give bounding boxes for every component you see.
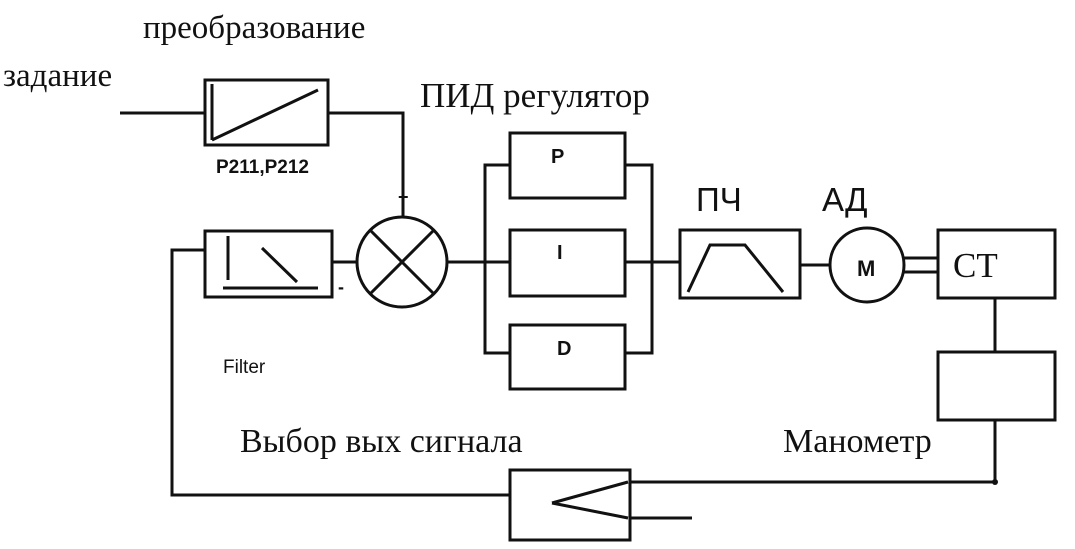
conversion-ramp	[211, 88, 319, 142]
wires	[120, 111, 998, 520]
label-i: I	[557, 242, 563, 264]
wire-conversion-to-summer	[328, 111, 405, 225]
pid-input-bus	[483, 163, 510, 355]
label-select-output: Выбор вых сигнала	[240, 423, 523, 460]
label-vfd: ПЧ	[696, 181, 742, 218]
motor-circle	[828, 226, 906, 304]
label-minus: -	[338, 277, 344, 297]
conversion-block	[203, 78, 330, 147]
selector-block-frame	[508, 468, 632, 542]
label-filter: Filter	[223, 357, 266, 378]
selector-branch-down	[551, 501, 629, 520]
label-d: D	[557, 338, 571, 360]
labels: преобразование задание ПИД регулятор P21…	[3, 10, 998, 460]
p-block	[508, 131, 627, 200]
wire-feedback-to-filter	[170, 248, 510, 497]
filter-slope	[260, 246, 299, 284]
label-plus: +	[398, 187, 409, 207]
vfd-block	[678, 228, 802, 300]
selector-branch-up	[551, 480, 629, 505]
label-pid-regulator: ПИД регулятор	[420, 76, 650, 115]
label-conversion: преобразование	[143, 10, 365, 46]
filter-block	[203, 229, 334, 299]
junction-dot	[992, 479, 998, 485]
summer-cross-b	[368, 228, 436, 296]
label-motor-group: АД	[822, 181, 867, 218]
manometer-block	[936, 350, 1057, 422]
d-block	[508, 323, 627, 391]
pid-output-bus	[625, 163, 654, 355]
label-setpoint: задание	[3, 58, 112, 94]
ct-block	[936, 228, 1057, 300]
summing-junction	[355, 215, 449, 309]
pid-blocks	[508, 131, 627, 391]
label-p: P	[551, 146, 564, 168]
vfd-trapezoid	[686, 243, 785, 293]
vfd-block-frame	[678, 228, 802, 300]
label-ct: СТ	[953, 246, 998, 285]
filter-block-frame	[203, 229, 334, 299]
label-params: P211,P212	[216, 157, 309, 178]
label-motor: M	[857, 256, 875, 281]
selector-block	[508, 468, 632, 542]
label-manometer: Манометр	[783, 423, 932, 460]
i-block	[508, 228, 627, 298]
